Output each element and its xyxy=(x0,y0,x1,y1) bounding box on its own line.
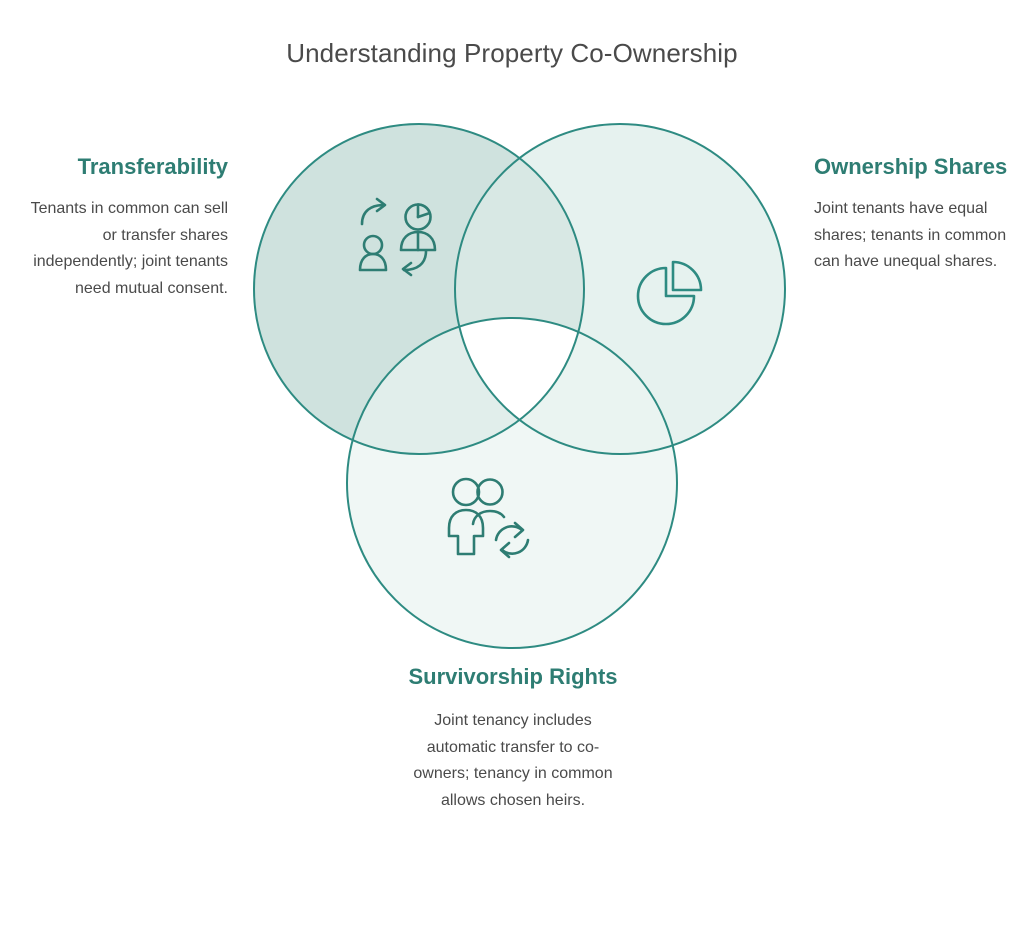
people-cycle-icon xyxy=(447,477,530,559)
ownership-shares-heading: Ownership Shares xyxy=(814,154,1008,179)
transferability-body: Tenants in common can sell or transfer s… xyxy=(30,200,228,297)
venn-circle-outlines xyxy=(253,123,786,649)
circle-outline-transferability[interactable] xyxy=(253,123,585,455)
circle-outline-survivorship-rights[interactable] xyxy=(346,317,678,649)
transferability-heading: Transferability xyxy=(77,154,228,179)
page-title: Understanding Property Co-Ownership xyxy=(286,38,738,68)
section-transferability: Transferability Tenants in common can se… xyxy=(12,152,228,303)
transfer-people-icon xyxy=(358,197,437,277)
pie-chart-icon xyxy=(636,260,703,326)
ownership-shares-body: Joint tenants have equal shares; tenants… xyxy=(814,200,1007,271)
section-ownership-shares: Ownership Shares Joint tenants have equa… xyxy=(814,152,1010,276)
circle-outline-ownership-shares[interactable] xyxy=(454,123,786,455)
overlap-left-bottom xyxy=(347,318,584,454)
survivorship-rights-body: Joint tenancy includes automatic transfe… xyxy=(413,712,613,809)
venn-overlap-regions xyxy=(347,124,677,454)
survivorship-rights-heading: Survivorship Rights xyxy=(408,664,618,689)
section-survivorship-rights: Survivorship Rights Joint tenancy includ… xyxy=(402,662,624,815)
overlap-right-bottom xyxy=(455,318,677,454)
